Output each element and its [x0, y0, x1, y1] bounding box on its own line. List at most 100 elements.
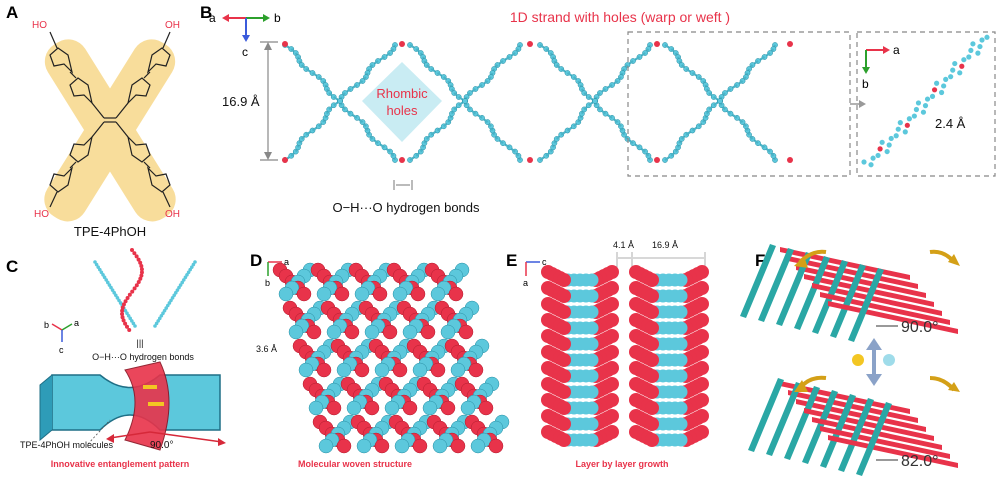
atom	[154, 321, 159, 326]
sphere-cyan	[364, 324, 380, 340]
sphere-cyan	[432, 438, 448, 454]
hole-label-line2: holes	[386, 103, 418, 118]
oxygen-atom	[282, 157, 288, 163]
atom	[118, 301, 123, 305]
atom	[138, 260, 143, 265]
atom	[922, 103, 929, 109]
atom	[130, 289, 135, 294]
atom	[172, 293, 176, 298]
atom	[106, 280, 110, 285]
atom	[906, 116, 912, 122]
axis-e-c: c	[542, 257, 547, 267]
atom	[904, 122, 910, 128]
sphere-cyan	[422, 400, 438, 416]
axis-c-b: b	[44, 320, 49, 330]
sphere-cyan	[585, 321, 599, 335]
atom	[190, 265, 194, 269]
axis-triad-c: b a c	[44, 318, 79, 355]
sphere-cyan	[585, 305, 599, 319]
red-bar	[804, 408, 934, 441]
sphere-cyan	[318, 438, 334, 454]
layer-dimensions	[616, 252, 706, 270]
axis-triad-b: a b c	[209, 11, 281, 59]
atom	[132, 286, 137, 291]
sphere-red	[336, 438, 352, 454]
sphere-cyan	[674, 417, 688, 431]
red-bar	[788, 256, 918, 289]
atom	[911, 113, 917, 119]
atom	[139, 273, 144, 278]
atom	[191, 262, 196, 267]
sphere-cyan	[354, 286, 370, 302]
sphere-red	[645, 353, 659, 367]
sphere-cyan	[674, 321, 688, 335]
inset-axis-b: b	[862, 77, 869, 91]
sphere-red	[410, 286, 426, 302]
atom	[121, 302, 126, 307]
atom	[123, 308, 128, 313]
hbond-caption-c: O−H···O hydrogen bonds	[92, 352, 194, 362]
entanglement-schematic	[39, 361, 226, 451]
sphere-red	[557, 401, 571, 415]
schematic-red-loop	[124, 361, 170, 451]
teal-bar	[838, 398, 874, 472]
sphere-cyan	[326, 324, 342, 340]
sphere-red	[645, 321, 659, 335]
atom	[109, 285, 113, 290]
teal-bar	[794, 256, 830, 330]
atom	[884, 148, 890, 155]
atom	[139, 264, 144, 268]
atom	[931, 87, 938, 93]
sphere-red	[326, 400, 342, 416]
oxygen-atom	[787, 157, 793, 163]
sphere-red	[334, 286, 350, 302]
atom	[970, 41, 976, 47]
carbon-atom	[462, 98, 468, 104]
arrowhead-icon	[948, 254, 960, 266]
atom	[107, 283, 112, 287]
atom	[178, 283, 183, 287]
atom	[162, 308, 167, 313]
teal-bar	[856, 402, 892, 476]
sphere-red	[372, 286, 388, 302]
sphere-red	[354, 362, 370, 378]
sphere-cyan	[585, 337, 599, 351]
atom	[169, 298, 173, 303]
atom	[861, 159, 867, 165]
sphere-red	[645, 369, 659, 383]
atom	[153, 324, 157, 328]
arrowhead-icon	[794, 256, 808, 268]
panel-label-f: F	[755, 251, 765, 270]
atom	[888, 135, 894, 142]
sphere-cyan	[674, 369, 688, 383]
atom	[877, 146, 883, 152]
atom	[984, 34, 990, 40]
sphere-cyan	[585, 289, 599, 303]
caption-e: Layer by layer growth	[575, 459, 668, 469]
oxygen-atom	[527, 157, 533, 163]
sphere-red	[557, 385, 571, 399]
atom	[188, 267, 192, 272]
sphere-cyan	[585, 401, 599, 415]
atom	[125, 311, 129, 316]
sphere-cyan	[430, 286, 446, 302]
atom	[979, 37, 985, 43]
axis-e-a: a	[523, 278, 528, 288]
axis-label-a: a	[209, 11, 216, 25]
atom	[136, 280, 141, 284]
sphere-cyan	[278, 286, 294, 302]
red-bar	[828, 301, 958, 334]
atom	[180, 280, 184, 285]
atom	[913, 106, 920, 113]
atom	[126, 313, 131, 318]
atom	[117, 298, 121, 303]
sphere-red	[448, 286, 464, 302]
teal-bar	[784, 386, 820, 460]
arrowhead-icon	[794, 380, 808, 392]
atom	[875, 152, 881, 159]
atom	[138, 276, 143, 281]
sphere-cyan	[450, 362, 466, 378]
arrowhead-icon	[948, 382, 960, 392]
sphere-red	[458, 324, 474, 340]
